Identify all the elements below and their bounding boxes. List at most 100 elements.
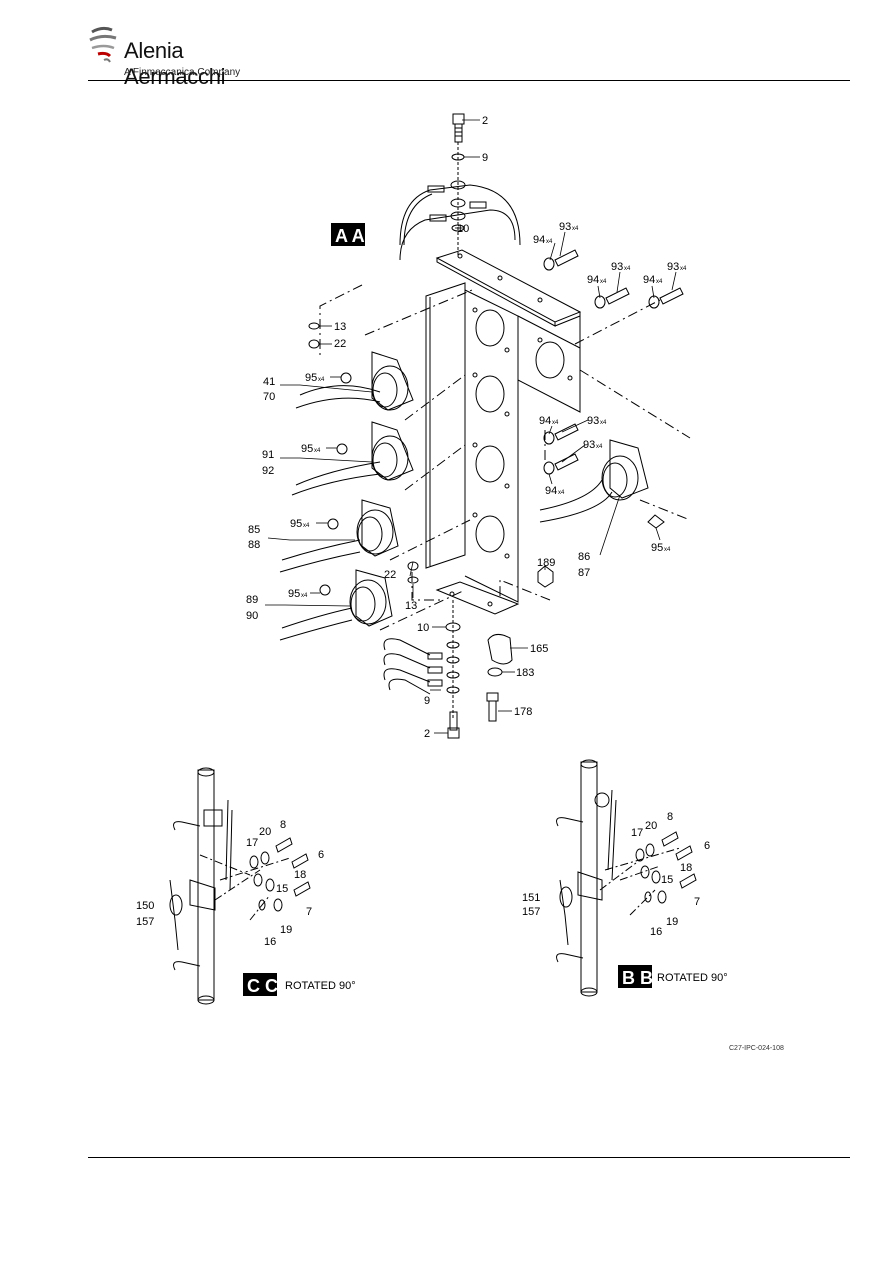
qty-94-c: x4 — [656, 279, 663, 285]
cc-callout-16: 16 — [264, 936, 276, 948]
svg-text:A A: A A — [335, 226, 365, 246]
bb-callout-20: 20 — [645, 820, 657, 832]
svg-text:C C: C C — [247, 976, 278, 996]
qty-93-d: x4 — [600, 420, 607, 426]
callout-93-e: 93 — [583, 439, 595, 451]
aa-connector-86-87 — [539, 439, 665, 529]
view-caption-cc: ROTATED 90° — [285, 980, 356, 992]
bb-callout-6: 6 — [704, 840, 710, 852]
callout-13-left: 13 — [334, 321, 346, 333]
cc-callout-7: 7 — [306, 906, 312, 918]
view-tag-bb: B B — [618, 965, 653, 988]
callout-70: 70 — [263, 391, 275, 403]
bb-callout-151: 151 — [522, 892, 540, 904]
callout-10-bottom: 10 — [417, 622, 429, 634]
company-name: Alenia Aermacchi — [124, 38, 226, 89]
callout-92: 92 — [262, 465, 274, 477]
aa-connector-91-92 — [291, 421, 414, 496]
aa-top-bolt-stack — [399, 113, 521, 261]
callout-93-a: 93 — [559, 221, 571, 233]
callout-94-c: 94 — [643, 274, 655, 286]
callout-9-bottom: 9 — [424, 695, 430, 707]
callout-95-1: 95 — [305, 372, 317, 384]
callout-94-a: 94 — [533, 234, 545, 246]
qty-95-2: x4 — [314, 448, 321, 454]
callout-86: 86 — [578, 551, 590, 563]
aa-bottom-bolt-stack — [383, 600, 461, 739]
cc-callout-8: 8 — [280, 819, 286, 831]
callout-41: 41 — [263, 376, 275, 388]
callout-22-mid: 22 — [384, 569, 396, 581]
bb-callout-19: 19 — [666, 916, 678, 928]
aa-bracket — [425, 249, 582, 615]
callout-2-bottom: 2 — [424, 728, 430, 740]
callout-2-top: 2 — [482, 115, 488, 127]
cc-callout-6: 6 — [318, 849, 324, 861]
cc-callout-18: 18 — [294, 869, 306, 881]
callout-95-3: 95 — [290, 518, 302, 530]
qty-95-4: x4 — [301, 593, 308, 599]
qty-95-1: x4 — [318, 377, 325, 383]
logo-swoosh-icon — [89, 26, 117, 63]
qty-93-c: x4 — [680, 266, 687, 272]
figure-reference: C27-IPC-024-108 — [729, 1045, 784, 1052]
bb-callout-7: 7 — [694, 896, 700, 908]
callout-93-d: 93 — [587, 415, 599, 427]
qty-94-e: x4 — [558, 490, 565, 496]
bb-assembly — [556, 759, 697, 997]
callout-89: 89 — [246, 594, 258, 606]
svg-text:B B: B B — [622, 968, 653, 988]
callout-88: 88 — [248, 539, 260, 551]
cc-callout-15: 15 — [276, 883, 288, 895]
callout-94-e: 94 — [545, 485, 557, 497]
callout-93-b: 93 — [611, 261, 623, 273]
callout-90: 90 — [246, 610, 258, 622]
callout-94-b: 94 — [587, 274, 599, 286]
leader-lines — [265, 119, 677, 734]
aa-screws — [308, 249, 684, 584]
callout-91: 91 — [262, 449, 274, 461]
qty-93-e: x4 — [596, 444, 603, 450]
bb-callout-157: 157 — [522, 906, 540, 918]
callout-93-c: 93 — [667, 261, 679, 273]
callout-85: 85 — [248, 524, 260, 536]
callout-165: 165 — [530, 643, 548, 655]
callout-189: 189 — [537, 557, 555, 569]
callout-95-2: 95 — [301, 443, 313, 455]
callout-10-top: 10 — [457, 223, 469, 235]
company-logo: Alenia Aermacchi A Finmeccanica Company — [88, 22, 288, 89]
bb-callout-17: 17 — [631, 827, 643, 839]
cc-callout-17: 17 — [246, 837, 258, 849]
bb-callout-8: 8 — [667, 811, 673, 823]
view-caption-bb: ROTATED 90° — [657, 972, 728, 984]
callout-95-5: 95 — [651, 542, 663, 554]
callout-87: 87 — [578, 567, 590, 579]
cc-callout-157: 157 — [136, 916, 154, 928]
aa-projection-lines — [319, 284, 691, 631]
qty-94-a: x4 — [546, 239, 553, 245]
bb-callout-16: 16 — [650, 926, 662, 938]
company-subtitle: A Finmeccanica Company — [124, 67, 241, 78]
cc-callout-20: 20 — [259, 826, 271, 838]
callout-95-4: 95 — [288, 588, 300, 600]
page-header: Alenia Aermacchi A Finmeccanica Company — [0, 0, 893, 89]
view-tag-cc: C C — [243, 973, 278, 996]
callout-178: 178 — [514, 706, 532, 718]
cc-assembly — [169, 767, 311, 1005]
qty-93-a: x4 — [572, 226, 579, 232]
qty-94-b: x4 — [600, 279, 607, 285]
cc-callout-19: 19 — [280, 924, 292, 936]
aa-connector-89-90 — [279, 569, 393, 641]
view-tag-aa: A A — [331, 223, 365, 246]
qty-93-b: x4 — [624, 266, 631, 272]
callout-94-d: 94 — [539, 415, 551, 427]
callout-13-mid: 13 — [405, 600, 417, 612]
callout-labels: 2 9 10 94 x4 93 x4 94 x4 93 x4 94 x4 93 … — [136, 115, 710, 948]
callout-183: 183 — [516, 667, 534, 679]
footer-rule — [88, 1157, 850, 1158]
cc-callout-150: 150 — [136, 900, 154, 912]
qty-94-d: x4 — [552, 420, 559, 426]
callout-9-top: 9 — [482, 152, 488, 164]
qty-95-5: x4 — [664, 547, 671, 553]
